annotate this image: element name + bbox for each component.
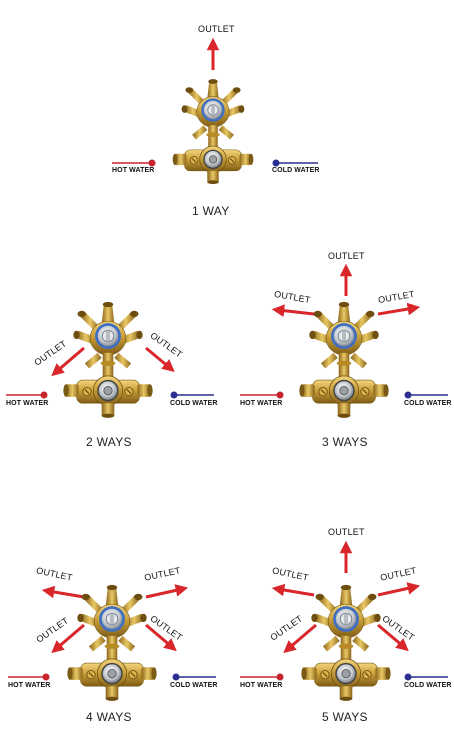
- cold-water-dot: [172, 673, 180, 681]
- cold-water-dot: [170, 391, 178, 399]
- panel-5-ways: OUTLET OUTLET OUTLET OUTLET OUTLET HOT W…: [230, 505, 454, 732]
- cold-water-dot: [404, 391, 412, 399]
- panel-2-ways: OUTLET OUTLET HOT WATER COLD WATER 2 WAY…: [0, 230, 230, 455]
- hot-water-label: HOT WATER: [6, 400, 49, 407]
- hot-water-label: HOT WATER: [8, 682, 51, 689]
- valve-body: [62, 300, 154, 420]
- outlet-arrow-down-left: [51, 346, 85, 377]
- valve-body: [300, 583, 392, 703]
- hot-water-label: HOT WATER: [112, 167, 155, 174]
- cold-water-dot: [272, 159, 280, 167]
- caption-5-ways: 5 WAYS: [322, 710, 368, 724]
- outlet-arrow-down-left: [283, 623, 317, 654]
- hot-water-label: HOT WATER: [240, 400, 283, 407]
- caption-3-ways: 3 WAYS: [322, 435, 368, 449]
- outlet-arrow-left: [271, 583, 315, 597]
- outlet-arrow-left: [41, 585, 85, 599]
- cold-water-label: COLD WATER: [170, 400, 218, 407]
- outlet-arrow-down-right: [145, 346, 175, 373]
- outlet-arrow-down-right: [377, 623, 409, 652]
- outlet-arrow-right: [377, 302, 421, 316]
- outlet-arrow-down-left: [51, 623, 85, 654]
- caption-4-ways: 4 WAYS: [86, 710, 132, 724]
- outlet-label-top: OUTLET: [328, 251, 365, 261]
- outlet-arrow-down-right: [145, 623, 177, 652]
- valve-body: [171, 77, 255, 186]
- hot-water-label: HOT WATER: [240, 682, 283, 689]
- hot-water-dot: [276, 391, 284, 399]
- cold-water-label: COLD WATER: [404, 400, 452, 407]
- outlet-arrow-right: [145, 584, 189, 599]
- hot-water-dot: [148, 159, 156, 167]
- outlet-arrow-right: [377, 582, 421, 597]
- panel-3-ways: OUTLET OUTLET OUTLET HOT WATER COLD WATE…: [230, 230, 454, 455]
- outlet-label: OUTLET: [198, 24, 235, 34]
- cold-water-dot: [404, 673, 412, 681]
- cold-water-label: COLD WATER: [272, 167, 320, 174]
- valve-diagram-3-ways: [240, 263, 448, 420]
- hot-water-dot: [40, 391, 48, 399]
- valve-body: [298, 300, 390, 420]
- valve-body: [66, 583, 158, 703]
- hot-water-dot: [42, 673, 50, 681]
- hot-water-dot: [276, 673, 284, 681]
- cold-water-label: COLD WATER: [404, 682, 452, 689]
- panel-4-ways: OUTLET OUTLET OUTLET OUTLET HOT WATER CO…: [0, 505, 230, 732]
- caption-2-ways: 2 WAYS: [86, 435, 132, 449]
- valve-diagram-5-ways: [240, 540, 448, 703]
- valve-diagram-2-ways: [6, 300, 214, 420]
- caption-1-way: 1 WAY: [192, 204, 230, 218]
- valve-diagram-4-ways: [8, 583, 216, 703]
- outlet-arrow-left: [271, 304, 315, 317]
- cold-water-label: COLD WATER: [170, 682, 218, 689]
- valve-diagram-1-way: [112, 37, 318, 186]
- panel-1-way: OUTLET HOT WATER COLD WATER 1 WAY: [0, 0, 454, 225]
- outlet-label-top: OUTLET: [328, 527, 365, 537]
